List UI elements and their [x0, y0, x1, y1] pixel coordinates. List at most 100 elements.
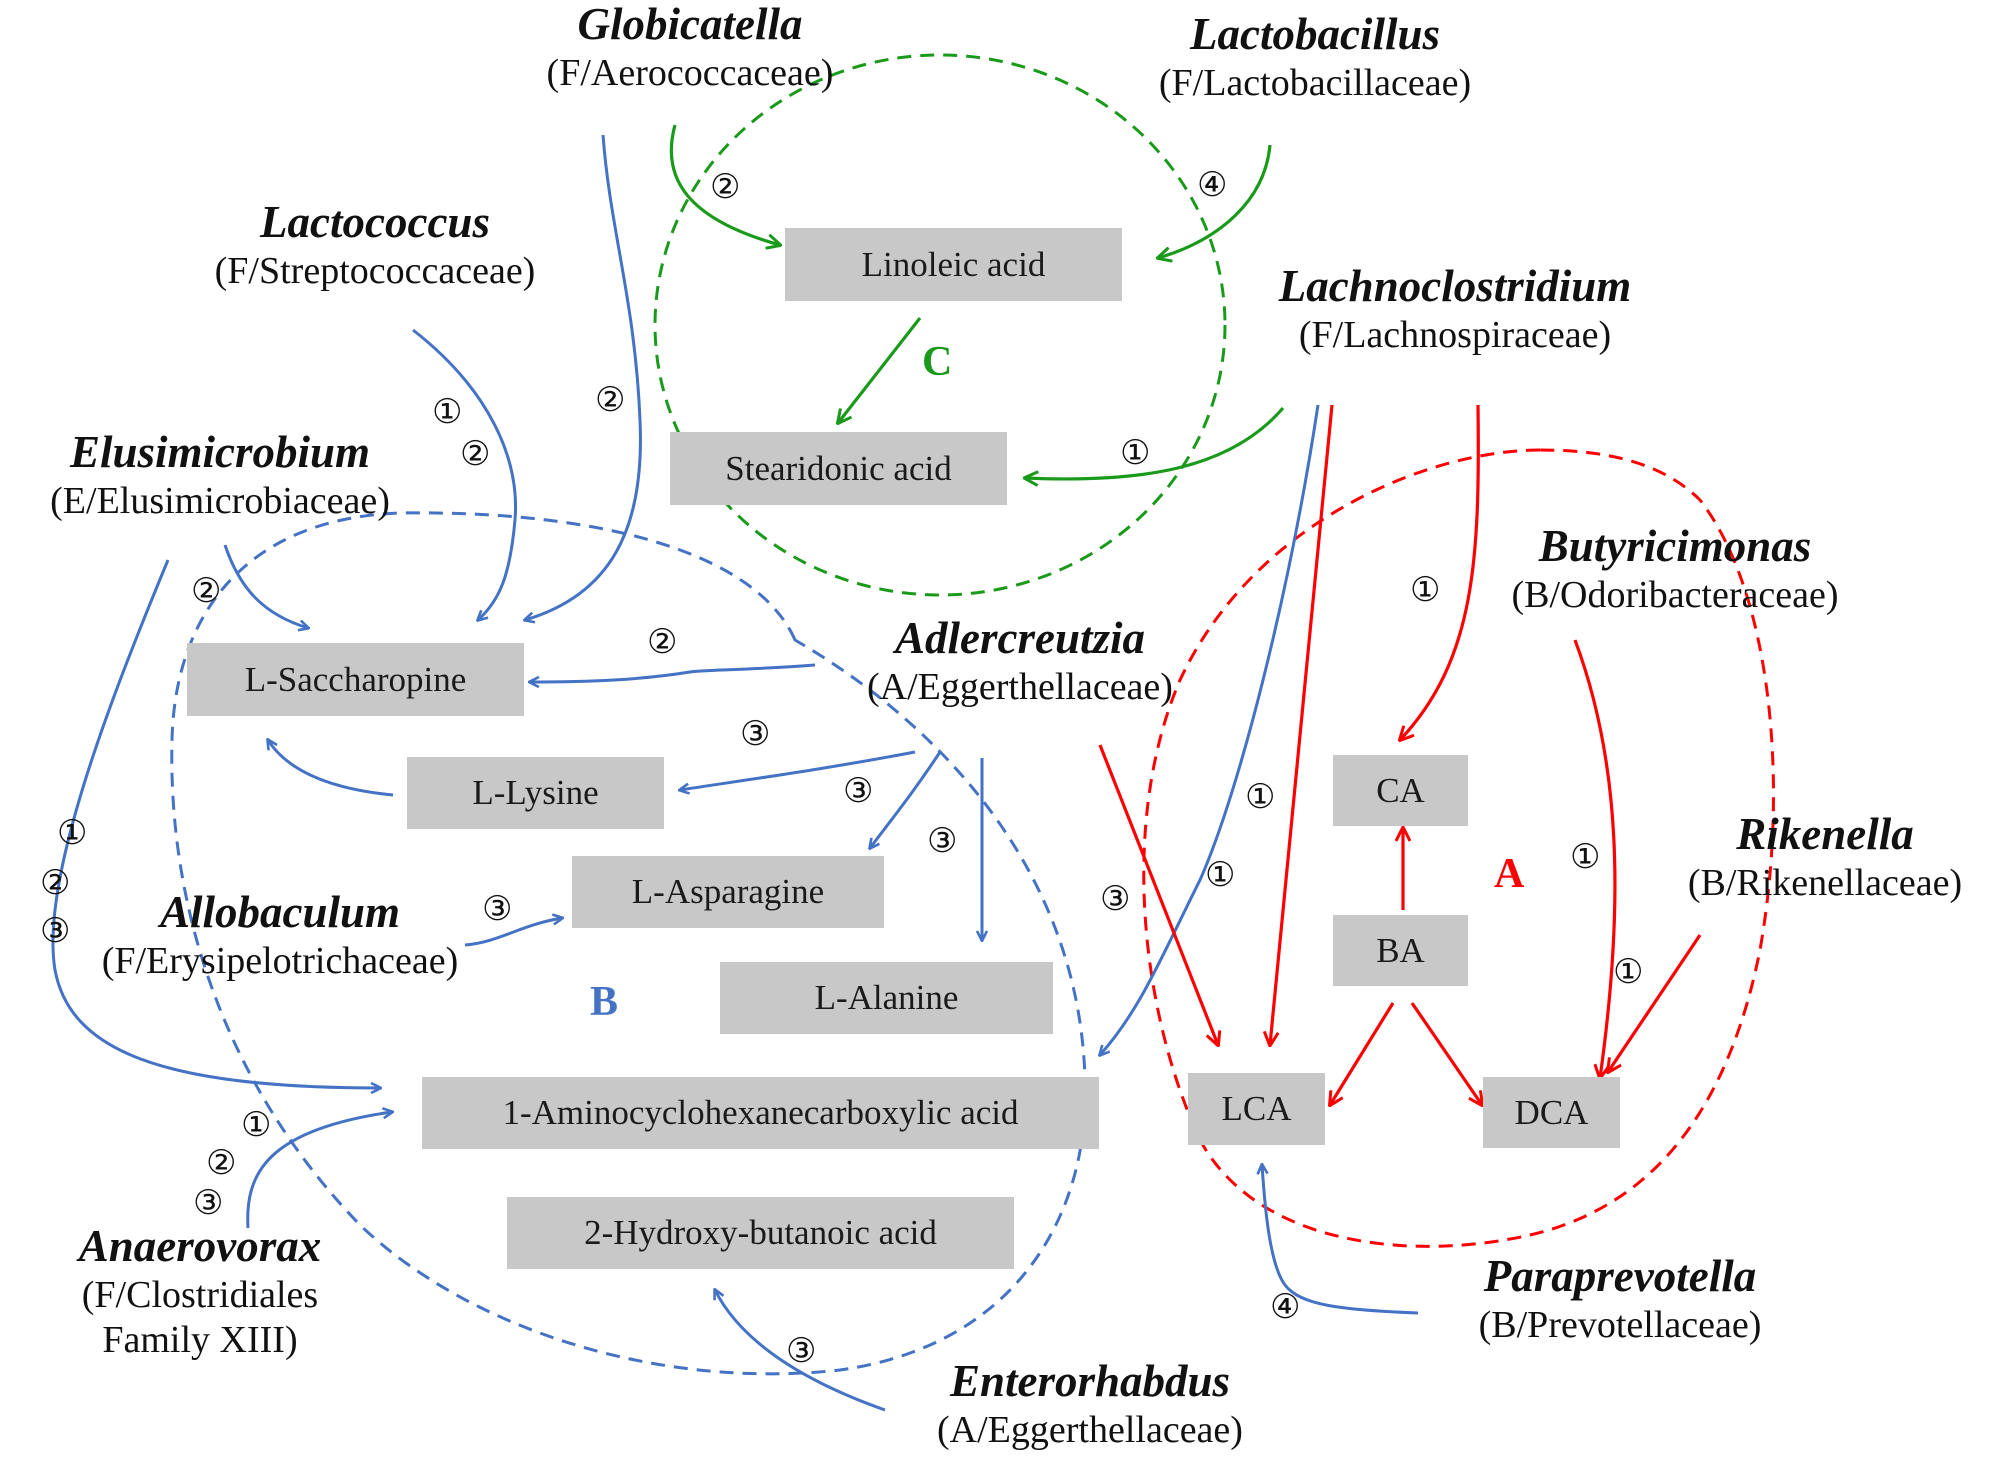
arrow-elusimicrobium-saccharopine [223, 544, 308, 628]
family-label: (F/Lactobacillaceae) [1158, 62, 1472, 105]
genus-label: Lactobacillus [1190, 9, 1440, 59]
marker-1: ① [57, 813, 88, 853]
metabolite-l-saccharopine: L-Saccharopine [187, 643, 524, 716]
metabolite-hydroxy-butanoic-acid: 2-Hydroxy-butanoic acid [507, 1197, 1014, 1269]
arrow-elusimicrobium-amino [51, 559, 380, 1088]
taxon-lactobacillus: Lactobacillus (F/Lactobacillaceae) [1100, 8, 1530, 106]
family-label: (A/Eggerthellaceae) [937, 1409, 1243, 1452]
family-label: (B/Prevotellaceae) [1478, 1304, 1762, 1347]
arrow-globicatella-saccharopine [525, 134, 642, 620]
arrow-globicatella-linoleic [669, 124, 780, 245]
marker-2: ② [40, 863, 71, 903]
taxon-elusimicrobium: Elusimicrobium (E/Elusimicrobiaceae) [0, 426, 450, 524]
arrow-lachno-ca [1400, 404, 1480, 740]
genus-label: Elusimicrobium [69, 427, 371, 477]
genus-label: Anaerovorax [78, 1221, 322, 1271]
arrow-rikenella-dca [1608, 934, 1702, 1072]
taxon-lachnoclostridium: Lachnoclostridium (F/Lachnospiraceae) [1230, 260, 1680, 358]
metabolite-l-alanine: L-Alanine [720, 962, 1053, 1034]
genus-label: Enterorhabdus [949, 1356, 1231, 1406]
arrow-lactobacillus-linoleic [1158, 144, 1272, 258]
metabolite-l-asparagine: L-Asparagine [572, 856, 884, 928]
region-c-outline [653, 53, 1227, 597]
marker-3: ③ [786, 1331, 817, 1371]
metabolite-l-lysine: L-Lysine [407, 757, 664, 829]
family-label: (A/Eggerthellaceae) [867, 666, 1173, 709]
arrow-linoleic-stearidonic [838, 317, 922, 423]
marker-1: ① [1120, 433, 1151, 473]
marker-1: ① [241, 1105, 272, 1145]
taxon-globicatella: Globicatella (F/Aerococcaceae) [500, 0, 880, 96]
arrow-butyricimonas-dca [1573, 639, 1617, 1078]
genus-label: Globicatella [577, 0, 803, 49]
family-label: (B/Rikenellaceae) [1687, 862, 1963, 905]
metabolite-aminocyclohexanecarboxylic-acid: 1-Aminocyclohexanecarboxylic acid [422, 1077, 1099, 1149]
region-label-a: A [1494, 851, 1525, 897]
arrow-lachno-stearidonic [1025, 406, 1285, 479]
marker-2: ② [595, 380, 626, 420]
marker-3: ③ [843, 771, 874, 811]
marker-1: ① [1205, 855, 1236, 895]
marker-2: ② [191, 571, 222, 611]
genus-label: Butyricimonas [1538, 521, 1812, 571]
arrow-lachno-lca-1 [1270, 404, 1334, 1045]
marker-1: ① [1410, 570, 1441, 610]
region-label-b: B [590, 979, 619, 1025]
family-label: (F/Streptococcaceae) [214, 250, 536, 293]
arrow-adler-lca [1098, 744, 1218, 1045]
marker-1: ① [432, 392, 463, 432]
region-a-outline [1142, 448, 1775, 1248]
family-label-line1: (F/Clostridiales [81, 1274, 319, 1317]
marker-3: ③ [1100, 879, 1131, 919]
marker-4: ④ [1197, 165, 1228, 205]
metabolite-stearidonic-acid: Stearidonic acid [670, 432, 1007, 505]
arrow-anaerovorax-amino [246, 1112, 392, 1229]
marker-1: ① [1245, 777, 1276, 817]
arrow-lactococcus-saccharopine [412, 328, 518, 620]
arrow-adler-lysine [680, 750, 916, 790]
arrow-adler-saccharopine [530, 663, 816, 682]
family-label: (B/Odoribacteraceae) [1511, 574, 1839, 617]
arrow-enterorhabdus-hydroxy [715, 1290, 886, 1412]
marker-2: ② [460, 434, 491, 474]
marker-3: ③ [740, 714, 771, 754]
genus-label: Paraprevotella [1483, 1251, 1757, 1301]
arrow-paraprevotella-lca [1262, 1165, 1419, 1315]
family-label: (E/Elusimicrobiaceae) [50, 480, 390, 523]
taxon-allobaculum: Allobaculum (F/Erysipelotrichaceae) [60, 886, 500, 984]
marker-3: ③ [927, 821, 958, 861]
metabolite-dca: DCA [1483, 1077, 1620, 1148]
marker-3: ③ [193, 1183, 224, 1223]
marker-3: ③ [482, 889, 513, 929]
family-label: (F/Erysipelotrichaceae) [101, 940, 459, 983]
metabolite-linoleic-acid: Linoleic acid [785, 228, 1122, 301]
arrow-adler-asparagine [870, 751, 942, 848]
genus-label: Allobaculum [159, 887, 401, 937]
marker-2: ② [647, 622, 678, 662]
taxon-lactococcus: Lactococcus (F/Streptococcaceae) [160, 196, 590, 294]
genus-label: Lachnoclostridium [1278, 261, 1632, 311]
metabolite-lca: LCA [1188, 1073, 1325, 1145]
marker-4: ④ [1270, 1287, 1301, 1327]
family-label: (F/Aerococcaceae) [546, 52, 834, 95]
arrow-allobaculum-asparagine [464, 918, 562, 947]
arrow-ba-lca [1330, 1002, 1395, 1105]
genus-label: Adlercreutzia [894, 613, 1145, 663]
taxon-butyricimonas: Butyricimonas (B/Odoribacteraceae) [1460, 520, 1890, 618]
region-label-c: C [922, 339, 953, 385]
marker-2: ② [710, 167, 741, 207]
taxon-adlercreutzia: Adlercreutzia (A/Eggerthellaceae) [800, 612, 1240, 710]
taxon-anaerovorax: Anaerovorax (F/Clostridiales Family XIII… [20, 1220, 380, 1363]
taxon-rikenella: Rikenella (B/Rikenellaceae) [1630, 808, 2008, 906]
metabolite-ba: BA [1333, 915, 1468, 986]
genus-label: Rikenella [1736, 809, 1914, 859]
taxon-enterorhabdus: Enterorhabdus (A/Eggerthellaceae) [880, 1355, 1300, 1453]
arrow-lysine-saccharopine [268, 740, 394, 797]
marker-1: ① [1613, 952, 1644, 992]
taxon-paraprevotella: Paraprevotella (B/Prevotellaceae) [1400, 1250, 1840, 1348]
marker-1: ① [1570, 837, 1601, 877]
genus-label: Lactococcus [260, 197, 490, 247]
metabolite-ca: CA [1333, 755, 1468, 826]
region-b-outline [170, 511, 1087, 1376]
